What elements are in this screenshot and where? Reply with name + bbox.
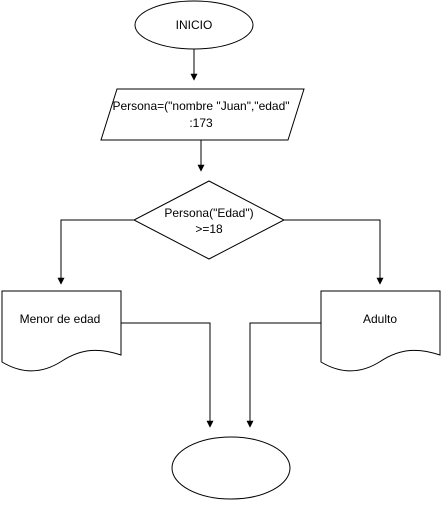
- document-left-label: Menor de edad: [20, 312, 101, 326]
- decision-label-line2: >=18: [195, 222, 223, 236]
- document-node-left[interactable]: Menor de edad: [1, 290, 122, 372]
- connector-right-to-end: [246, 322, 321, 428]
- connector-decision-to-right: [284, 219, 384, 285]
- connector-decision-to-left: [57, 219, 134, 285]
- start-node[interactable]: INICIO: [134, 0, 254, 50]
- document-node-right[interactable]: Adulto: [320, 290, 441, 372]
- end-node[interactable]: [171, 436, 291, 500]
- decision-node[interactable]: Persona("Edad") >=18: [132, 180, 286, 260]
- input-node[interactable]: Persona=("nombre "Juan","edad" :173: [100, 88, 305, 141]
- start-label: INICIO: [176, 18, 213, 32]
- connector-left-to-end: [121, 322, 214, 428]
- input-label-line1: Persona=("nombre "Juan","edad": [112, 99, 289, 113]
- input-label-line2: :173: [189, 116, 213, 130]
- decision-label-line1: Persona("Edad"): [164, 206, 253, 220]
- document-right-label: Adulto: [363, 312, 397, 326]
